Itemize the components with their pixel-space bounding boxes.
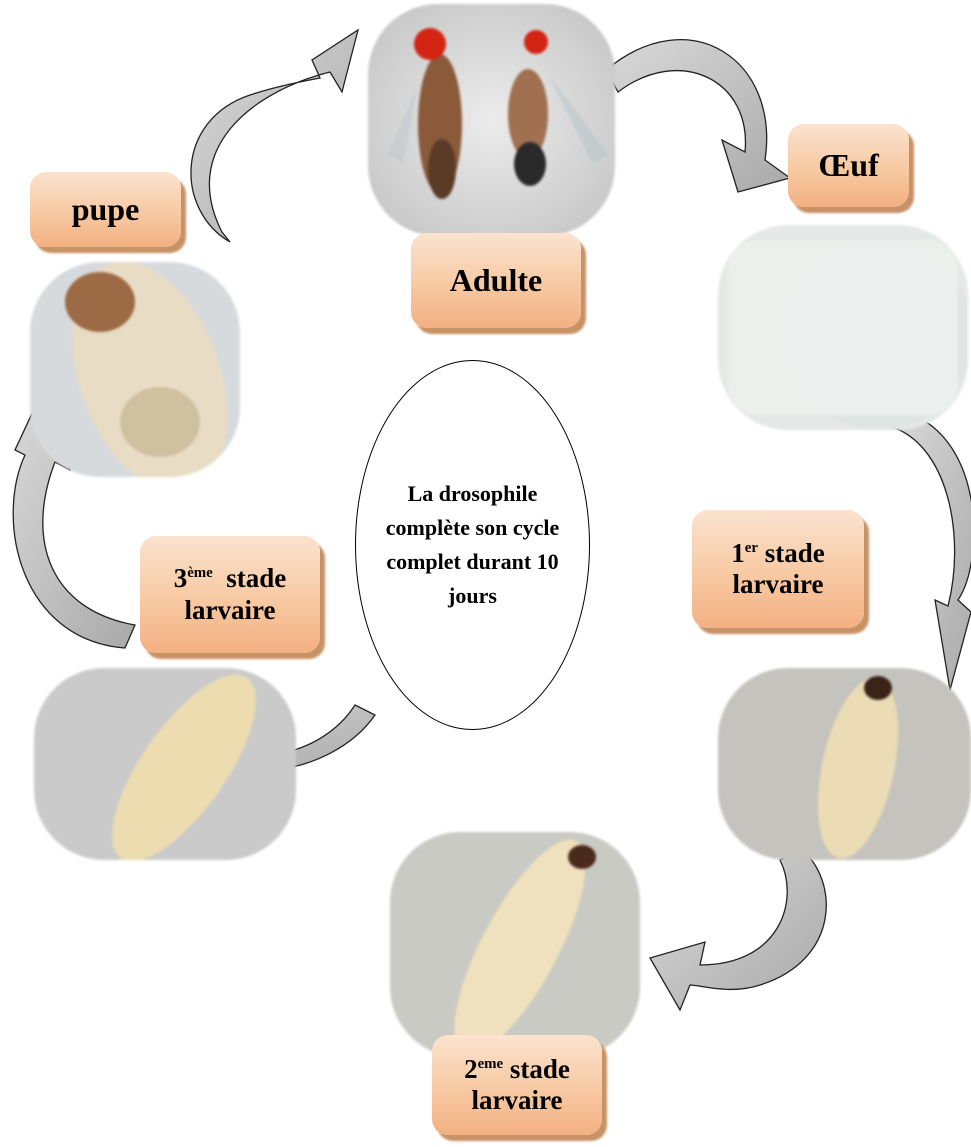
pupa-photo — [30, 262, 240, 477]
label-oeuf: Œuf — [788, 124, 909, 207]
stade1-sup: er — [745, 540, 758, 556]
stade3-num: 3 — [174, 563, 188, 593]
stade2-word: stade — [510, 1054, 570, 1084]
arrow-pupa-to-adult — [191, 30, 358, 242]
egg-photo — [718, 225, 968, 430]
arrow-egg-to-stage1 — [895, 410, 971, 690]
stade1-num: 1 — [731, 538, 745, 568]
arrow-stage1-to-stage2 — [650, 848, 826, 1010]
stade3-line2: larvaire — [174, 595, 287, 626]
stade3-word: stade — [226, 563, 286, 593]
label-adulte: Adulte — [411, 233, 581, 328]
larva2-photo — [390, 832, 640, 1057]
center-text: La drosophile complète son cycle complet… — [376, 477, 569, 613]
stade3-sup: ème — [187, 565, 213, 581]
label-pupe: pupe — [30, 172, 181, 247]
stade2-num: 2 — [464, 1054, 478, 1084]
label-adulte-text: Adulte — [450, 262, 542, 299]
stade1-word: stade — [765, 538, 825, 568]
larva3-photo — [34, 668, 296, 860]
larva1-photo — [718, 668, 971, 860]
label-stade2: 2eme stade larvaire — [432, 1035, 602, 1135]
label-stade1: 1er stade larvaire — [692, 510, 864, 628]
stade2-sup: eme — [478, 1056, 504, 1072]
label-pupe-text: pupe — [72, 191, 140, 228]
stade2-line2: larvaire — [464, 1085, 570, 1116]
center-description: La drosophile complète son cycle complet… — [355, 360, 590, 730]
arrow-adult-to-egg — [606, 40, 790, 192]
label-oeuf-text: Œuf — [818, 147, 878, 184]
label-stade3: 3ème stade larvaire — [140, 536, 320, 653]
stade1-line2: larvaire — [731, 569, 824, 600]
adult-photo — [368, 4, 615, 236]
